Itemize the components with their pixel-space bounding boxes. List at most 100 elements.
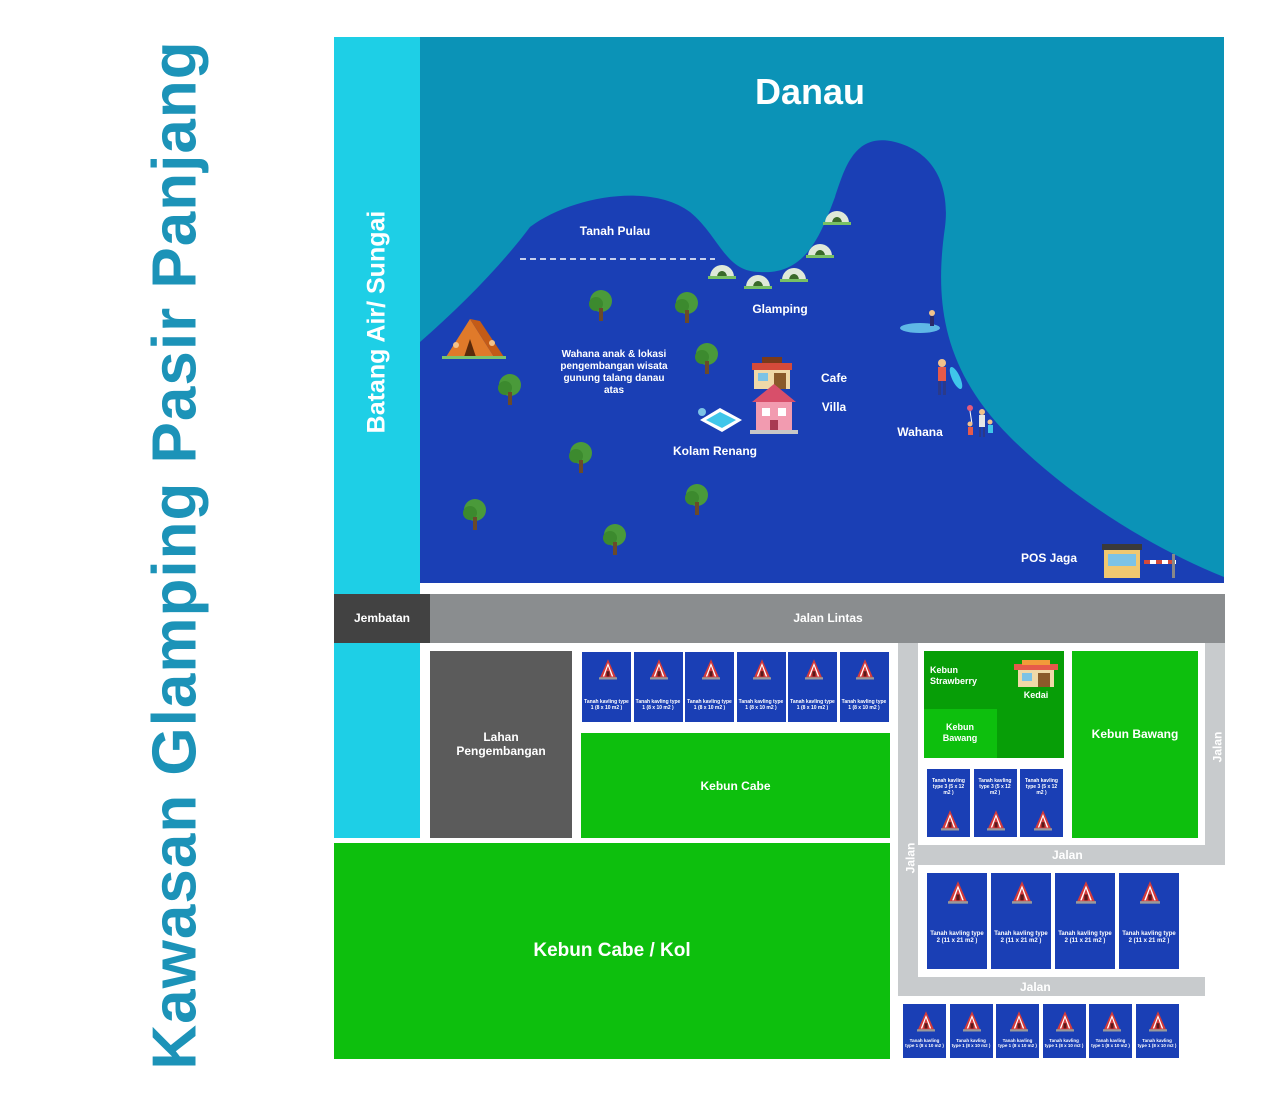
glamping-dome-icon — [708, 265, 736, 279]
cabin-icon — [598, 659, 617, 680]
glamping-dome-icon — [823, 211, 851, 225]
cabin-icon — [1012, 881, 1032, 904]
cabin-icon — [1056, 1011, 1074, 1032]
plot-label: Tanah kavling type 1 (8 x 10 m2 ) — [687, 699, 732, 711]
plot-label: Tanah kavling type 1 (8 x 10 m2 ) — [584, 699, 629, 711]
plot-tile[interactable]: Tanah kavling type 1 (8 x 10 m2 ) — [1134, 1003, 1180, 1059]
plot-label: Tanah kavling type 2 (11 x 21 m2 ) — [930, 931, 984, 944]
tree-icon — [498, 374, 521, 405]
kedai-label: Kedai — [1023, 690, 1049, 700]
kebun-cabe-kol — [334, 843, 890, 1059]
tree-icon — [675, 292, 698, 323]
lahan-label: Lahan Pengembangan — [456, 730, 546, 759]
cabin-icon — [804, 659, 823, 680]
plot-tile[interactable]: Tanah kavling type 1 (8 x 10 m2 ) — [581, 651, 632, 723]
tree-icon — [695, 343, 718, 374]
kolam-label: Kolam Renang — [672, 444, 757, 458]
plot-tile[interactable]: Tanah kavling type 1 (8 x 10 m2 ) — [902, 1003, 947, 1059]
plot-tile[interactable]: Tanah kavling type 1 (8 x 10 m2 ) — [787, 651, 838, 723]
plot-label: Tanah kavling type 1 (8 x 10 m2 ) — [841, 699, 887, 711]
cabin-icon — [1140, 881, 1160, 904]
cabin-icon — [948, 881, 968, 904]
plot-tile[interactable]: Tanah kavling type 1 (8 x 10 m2 ) — [684, 651, 735, 723]
plot-label: Tanah kavling type 2 (11 x 21 m2 ) — [1122, 931, 1176, 944]
jalan-lintas — [430, 594, 1225, 643]
plot-tile[interactable]: Tanah kavling type 2 (11 x 21 m2 ) — [1118, 872, 1180, 970]
side-road-right — [1205, 643, 1225, 865]
bridge-label: Jembatan — [353, 611, 411, 625]
lahan-pengembangan — [430, 651, 572, 838]
plot-tile[interactable]: Tanah kavling type 3 (5 x 12 m2 ) — [926, 768, 971, 838]
kebun-bawang-label: Kebun Bawang — [1091, 727, 1179, 741]
plot-label: Tanah kavling type 1 (8 x 10 m2 ) — [905, 1038, 944, 1049]
plot-tile[interactable]: Tanah kavling type 1 (8 x 10 m2 ) — [948, 1003, 994, 1059]
plot-tile[interactable]: Tanah kavling type 1 (8 x 10 m2 ) — [1088, 1003, 1133, 1059]
cabin-icon — [987, 810, 1005, 831]
jalan-mid-label: Jalan — [1052, 848, 1083, 862]
jalan-left-label: Jalan — [903, 842, 918, 874]
tree-icon — [589, 290, 612, 321]
tree-icon — [569, 442, 592, 473]
side-road-left — [898, 643, 918, 996]
kebun-bawang-small-label: Kebun Bawang — [942, 722, 978, 743]
cafe-label: Cafe — [820, 371, 847, 385]
plot-tile[interactable]: Tanah kavling type 2 (11 x 21 m2 ) — [926, 872, 988, 970]
river-label: Batang Air/ Sungai — [362, 210, 391, 434]
plot-tile[interactable]: Tanah kavling type 2 (11 x 21 m2 ) — [1054, 872, 1116, 970]
river — [334, 37, 420, 594]
plot-label: Tanah kavling type 3 (5 x 12 m2 ) — [932, 778, 965, 796]
plot-label: Tanah kavling type 1 (8 x 10 m2 ) — [998, 1038, 1037, 1049]
people-icon — [900, 310, 940, 333]
wahana-label: Wahana — [897, 425, 943, 439]
cabin-icon — [916, 1011, 935, 1032]
plot-label: Tanah kavling type 2 (11 x 21 m2 ) — [1058, 931, 1112, 944]
plot-label: Tanah kavling type 1 (8 x 10 m2 ) — [738, 699, 784, 711]
plot-tile[interactable]: Tanah kavling type 1 (8 x 10 m2 ) — [632, 651, 684, 723]
jalan-right-label: Jalan — [1210, 731, 1225, 763]
tree-icon — [603, 524, 626, 555]
villa-label: Villa — [821, 400, 847, 414]
shop-icon — [1014, 660, 1058, 687]
plot-tile[interactable]: Tanah kavling type 1 (8 x 10 m2 ) — [735, 651, 787, 723]
plot-label: Tanah kavling type 1 (8 x 10 m2 ) — [1044, 1038, 1084, 1049]
plot-tile[interactable]: Tanah kavling type 3 (5 x 12 m2 ) — [972, 768, 1018, 838]
cabin-icon — [963, 1011, 981, 1032]
tree-icon — [463, 499, 486, 530]
plot-label: Tanah kavling type 3 (5 x 12 m2 ) — [1025, 778, 1058, 796]
kebun-cabe — [581, 733, 890, 838]
cabin-icon — [1149, 1011, 1167, 1032]
cabin-icon — [1033, 810, 1052, 831]
plot-label: Tanah kavling type 1 (8 x 10 m2 ) — [790, 699, 835, 711]
kebun-bawang-small — [924, 709, 997, 758]
cabin-icon — [650, 659, 668, 680]
cabin-icon — [753, 659, 771, 680]
cafe-icon — [752, 357, 792, 389]
kebun-bawang — [1072, 651, 1198, 838]
plot-tile[interactable]: Tanah kavling type 1 (8 x 10 m2 ) — [1041, 1003, 1087, 1059]
people-icon — [967, 405, 993, 437]
jalan-lintas-label: Jalan Lintas — [793, 611, 863, 625]
cabin-icon — [1076, 881, 1096, 904]
guard-post-icon — [1102, 544, 1176, 578]
road-jalan-bottom — [898, 977, 1205, 996]
tent-icon — [442, 319, 506, 359]
land-shape — [420, 140, 1224, 584]
plot-tile[interactable]: Tanah kavling type 1 (8 x 10 m2 ) — [995, 1003, 1040, 1059]
plot-tile[interactable]: Tanah kavling type 3 (5 x 12 m2 ) — [1019, 768, 1064, 838]
wahana-anak-label: Wahana anak & lokasi pengembangan wisata… — [560, 349, 668, 396]
plot-tile[interactable]: Tanah kavling type 1 (8 x 10 m2 ) — [838, 651, 890, 723]
land-edge — [420, 583, 1224, 593]
cabin-icon — [1009, 1011, 1028, 1032]
tree-icon — [685, 484, 708, 515]
pos-jaga-label: POS Jaga — [1020, 551, 1078, 565]
cabin-icon — [1102, 1011, 1121, 1032]
road-jalan-mid — [898, 845, 1225, 865]
plot-label: Tanah kavling type 3 (5 x 12 m2 ) — [978, 778, 1012, 796]
cabin-icon — [940, 810, 959, 831]
kebun-cabe-label: Kebun Cabe — [700, 779, 771, 793]
plot-tile[interactable]: Tanah kavling type 2 (11 x 21 m2 ) — [990, 872, 1052, 970]
kebun-strawberry-label: Kebun Strawberry — [930, 665, 978, 686]
river-lower — [334, 643, 420, 838]
plot-label: Tanah kavling type 1 (8 x 10 m2 ) — [1091, 1038, 1130, 1049]
plot-label: Tanah kavling type 1 (8 x 10 m2 ) — [635, 699, 681, 711]
